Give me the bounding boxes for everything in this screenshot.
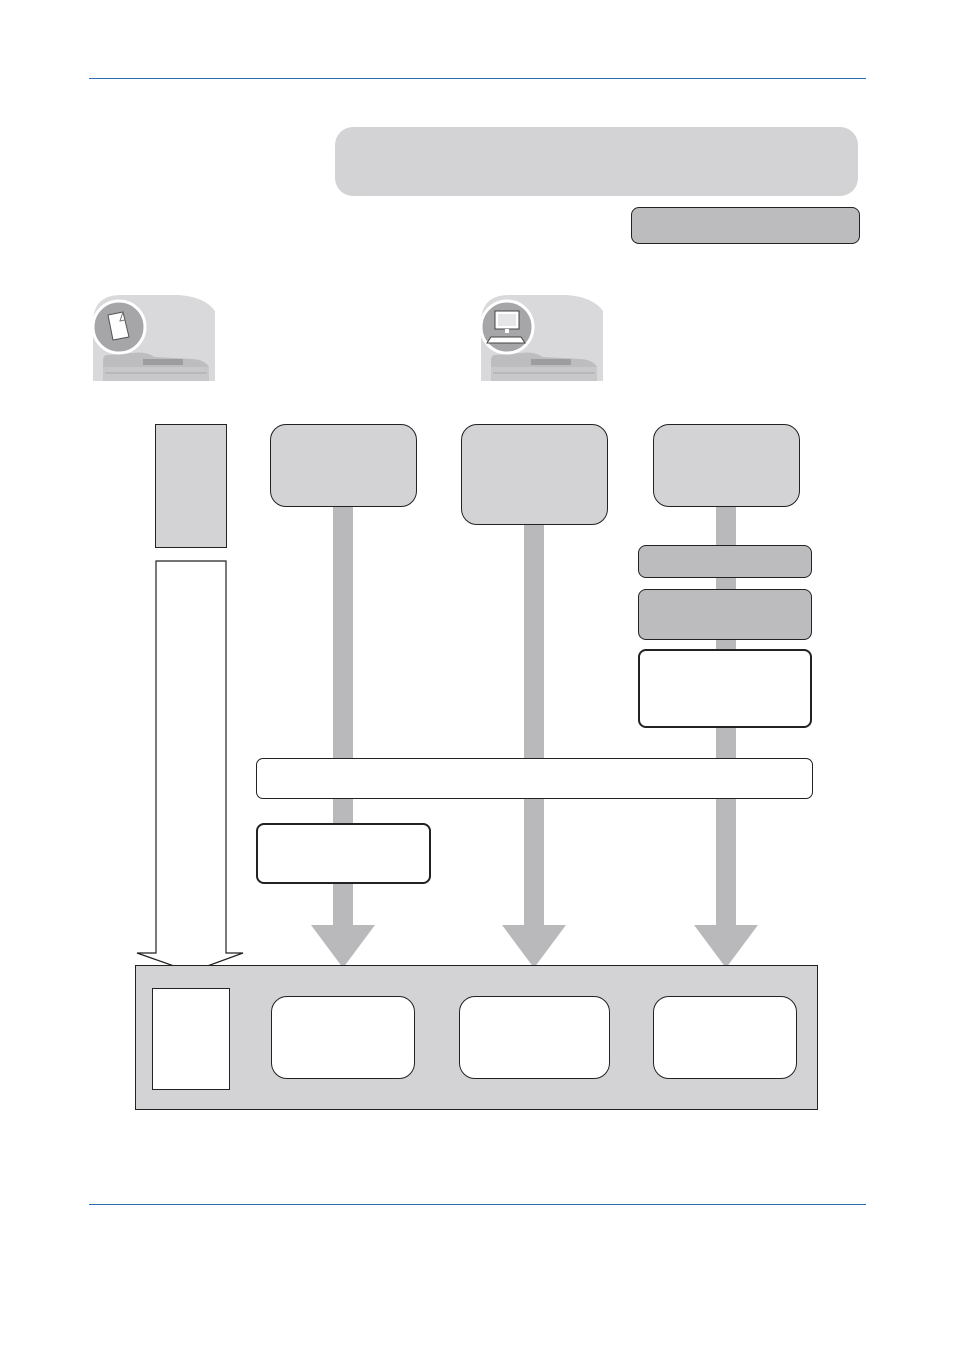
connector-2 — [524, 522, 544, 930]
section-tag — [631, 207, 860, 244]
step-1b — [256, 823, 431, 884]
side-box — [155, 424, 227, 548]
title-banner — [335, 127, 858, 196]
step-3b — [638, 589, 812, 640]
bottom-box-2 — [459, 996, 610, 1079]
hollow-down-arrow — [136, 560, 244, 973]
top-box-2 — [461, 424, 608, 525]
wide-step-bar — [256, 758, 813, 799]
copier-document-icon — [91, 295, 215, 383]
arrow-head-2 — [502, 925, 566, 968]
header-rule — [89, 78, 866, 79]
copier-computer-icon — [479, 295, 603, 383]
bottom-side-box — [152, 988, 230, 1090]
step-3c — [638, 649, 812, 728]
footer-rule — [89, 1204, 866, 1205]
bottom-box-1 — [271, 996, 415, 1079]
top-box-1 — [270, 424, 417, 507]
arrow-head-3 — [694, 925, 758, 968]
top-box-3 — [653, 424, 800, 507]
bottom-box-3 — [653, 996, 797, 1079]
step-3a — [638, 545, 812, 578]
arrow-head-1 — [311, 925, 375, 968]
